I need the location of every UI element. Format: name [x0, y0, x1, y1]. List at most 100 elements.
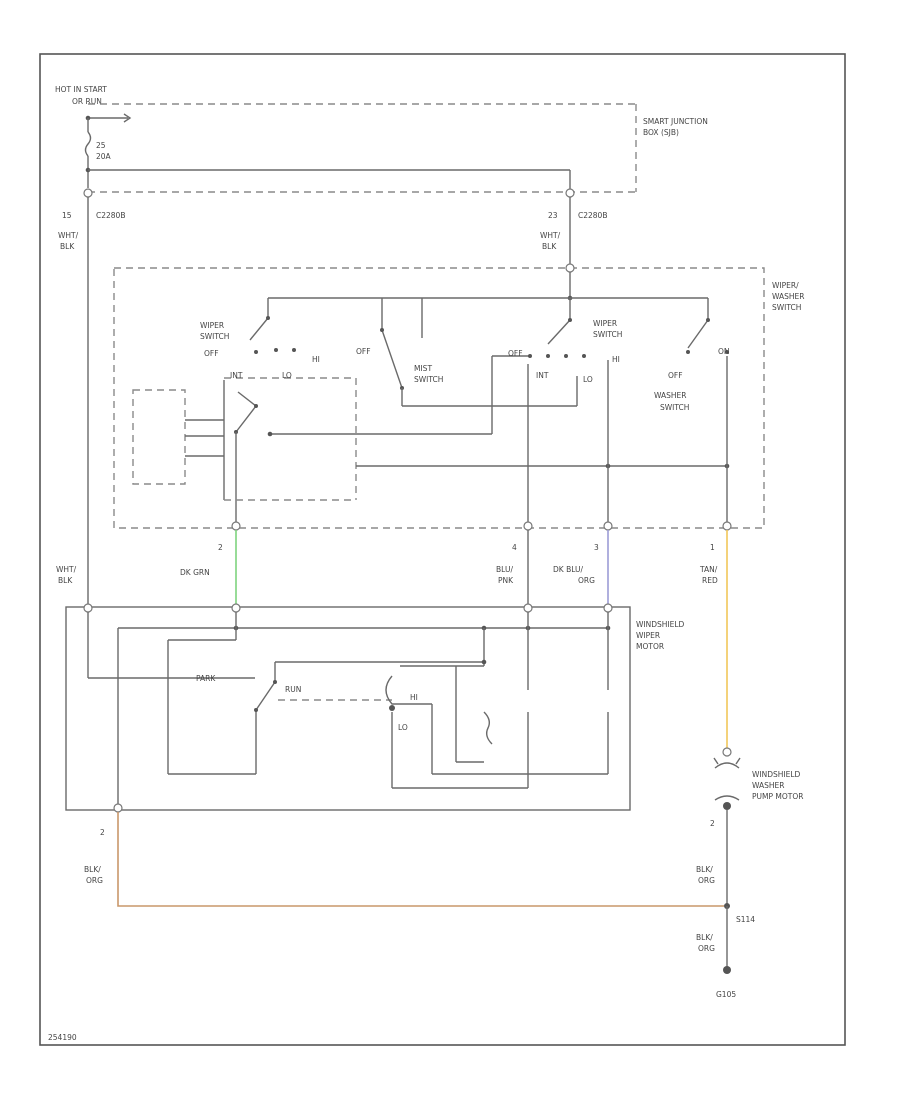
wiper-switch-right: [527, 318, 609, 522]
washer-pump-label-1: WINDSHIELD: [752, 770, 801, 779]
splice-label: S114: [736, 915, 755, 924]
wire-dk-grn-label: DK GRN: [180, 568, 210, 577]
pin-3-label: 3: [594, 543, 599, 552]
wire-wht-blk-2a: WHT/: [540, 231, 561, 240]
pin-2-label: 2: [218, 543, 223, 552]
pin-23-label: 23: [548, 211, 558, 220]
wire-dk-blu-org-label-2: ORG: [578, 576, 595, 585]
wire-blk-org-1b: ORG: [86, 876, 103, 885]
wiper-motor-label-2: WIPER: [636, 631, 660, 640]
wire-wht-blk-3b: BLK: [58, 576, 73, 585]
pin-15-label: 15: [62, 211, 72, 220]
mist-switch-label-2: SWITCH: [414, 375, 443, 384]
mist-switch: [380, 328, 578, 407]
wiper-motor-label-3: MOTOR: [636, 642, 664, 651]
switch-feed-wires: [267, 272, 709, 338]
wiper-washer-switch-label-3: SWITCH: [772, 303, 801, 312]
int-label-left: INT: [230, 371, 243, 380]
sjb-label-2: BOX (SJB): [643, 128, 679, 137]
hi-label-left: HI: [312, 355, 320, 364]
lo-label-left: LO: [282, 371, 292, 380]
interval-module-wires: [185, 419, 224, 457]
wiper-washer-switch-label-1: WIPER/: [772, 281, 799, 290]
washer-switch: [686, 318, 729, 522]
washer-pump-label-3: PUMP MOTOR: [752, 792, 803, 801]
diagram-frame: [39, 53, 846, 1046]
motor-pin-left: [83, 603, 93, 613]
int-label-right: INT: [536, 371, 549, 380]
wire-tan-red-label-1: TAN/: [699, 565, 718, 574]
wire-blk-org-2a: BLK/: [696, 865, 713, 874]
run-label: RUN: [285, 685, 301, 694]
pin-1-label: 1: [710, 543, 715, 552]
switch-pin-1: [722, 521, 732, 531]
switch-pin-2: [231, 521, 241, 531]
lo-label-right: LO: [583, 375, 593, 384]
motor-pin-4: [523, 603, 533, 613]
park-run-switch: [254, 680, 392, 712]
washer-switch-label-1: WASHER: [654, 391, 687, 400]
connector-c2280b-pin-23: [565, 188, 575, 198]
fuse-icon: [84, 118, 92, 188]
motor-pin-2: [231, 603, 241, 613]
wiper-switch-left: [223, 316, 357, 522]
wire-blk-org-2b: ORG: [698, 876, 715, 885]
switch-input-connector: [565, 263, 575, 273]
wire-dk-blu-org-label-1: DK BLU/: [553, 565, 584, 574]
wire-wht-blk-2b: BLK: [542, 242, 557, 251]
smart-junction-box-outline: [88, 103, 637, 193]
off-label-washer: OFF: [668, 371, 683, 380]
sjb-label-1: SMART JUNCTION: [643, 117, 708, 126]
park-label: PARK: [196, 674, 216, 683]
wire-tan-red-label-2: RED: [702, 576, 718, 585]
switch-pin-4: [523, 521, 533, 531]
wire-blk-org-3b: ORG: [698, 944, 715, 953]
off-label-left: OFF: [204, 349, 219, 358]
wire-blk-org-3a: BLK/: [696, 933, 713, 942]
motor-ground-pin: [113, 803, 123, 813]
c2280b-right-label: C2280B: [578, 211, 607, 220]
wire-wht-blk-1a: WHT/: [58, 231, 79, 240]
wiper-motor-outline: [65, 606, 631, 811]
lo-label-motor: LO: [398, 723, 408, 732]
interval-module-outline: [132, 389, 186, 485]
or-run-label: OR RUN: [72, 97, 102, 106]
off-label-mid: OFF: [356, 347, 371, 356]
wiper-switch-right-label-2: SWITCH: [593, 330, 622, 339]
wiper-switch-left-label-2: SWITCH: [200, 332, 229, 341]
wire-blu-pnk-label-2: PNK: [498, 576, 514, 585]
wiper-motor-label-1: WINDSHIELD: [636, 620, 685, 629]
washer-switch-label-2: SWITCH: [660, 403, 689, 412]
pin-2c-label: 2: [710, 819, 715, 828]
wiper-motor-icon: [385, 666, 608, 789]
switch-pin-3: [603, 521, 613, 531]
wire-wht-blk-1b: BLK: [60, 242, 75, 251]
power-arrow-icon: [88, 113, 132, 123]
wiper-washer-switch-label-2: WASHER: [772, 292, 805, 301]
hot-in-start-label: HOT IN START: [55, 85, 107, 94]
off-label-right: OFF: [508, 349, 523, 358]
washer-pump-motor-icon: [713, 747, 741, 906]
ground-icon: [723, 966, 731, 974]
pin-4-label: 4: [512, 543, 517, 552]
wiper-switch-right-label-1: WIPER: [593, 319, 617, 328]
fuse-number: 25: [96, 141, 106, 150]
washer-pump-label-2: WASHER: [752, 781, 785, 790]
ground-label: G105: [716, 990, 736, 999]
wire-blu-pnk-label-1: BLU/: [496, 565, 513, 574]
figure-id: 254190: [48, 1033, 77, 1042]
on-label: ON: [718, 347, 730, 356]
c2280b-left-label: C2280B: [96, 211, 125, 220]
motor-pin-3: [603, 603, 613, 613]
hi-label-right: HI: [612, 355, 620, 364]
mist-switch-label-1: MIST: [414, 364, 432, 373]
wiper-washer-switch-outline: [113, 267, 765, 529]
wiper-switch-left-label-1: WIPER: [200, 321, 224, 330]
pin-2b-label: 2: [100, 828, 105, 837]
wire-wht-blk-3a: WHT/: [56, 565, 77, 574]
hi-label-motor: HI: [410, 693, 418, 702]
fuse-rating: 20A: [96, 152, 112, 161]
switch-internal-wires: [267, 355, 730, 469]
wire-blk-org-1a: BLK/: [84, 865, 101, 874]
